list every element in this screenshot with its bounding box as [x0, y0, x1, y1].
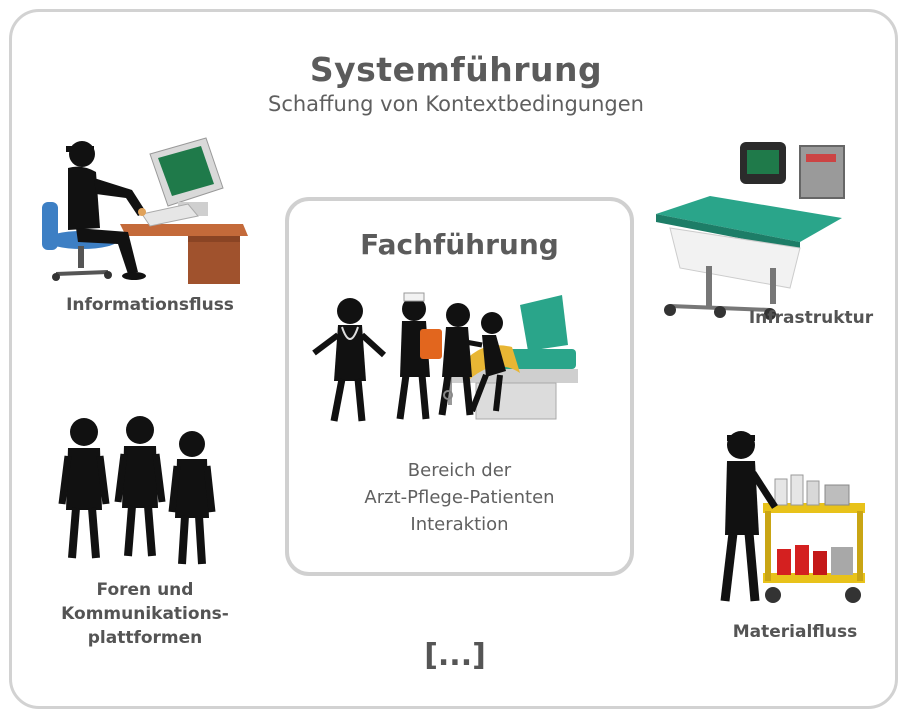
center-description-line-1: Bereich der — [407, 460, 512, 481]
label-informationsfluss: Informationsfluss — [66, 295, 234, 315]
label-foren: Foren und Kommunikations- plattformen — [30, 578, 260, 650]
center-description-line-3: Interaktion — [410, 514, 509, 535]
center-description: Bereich der Arzt-Pflege-Patienten Intera… — [285, 457, 634, 538]
ellipsis-more: [...] — [424, 638, 486, 673]
label-materialfluss: Materialfluss — [732, 622, 858, 642]
cart-worker-icon — [720, 431, 865, 603]
label-foren-line-1: Foren und — [96, 580, 194, 600]
center-description-line-2: Arzt-Pflege-Patienten — [364, 487, 555, 508]
label-foren-line-3: plattformen — [87, 628, 203, 648]
computer-worker-icon — [42, 137, 248, 284]
page-title: Systemführung — [309, 50, 603, 89]
label-foren-line-2: Kommunikations- — [61, 604, 229, 624]
hospital-bed-icon — [656, 142, 845, 320]
meeting-people-icon — [58, 416, 216, 565]
center-box — [285, 197, 634, 576]
page-subtitle: Schaffung von Kontextbedingungen — [268, 92, 644, 116]
center-title: Fachführung — [360, 228, 559, 261]
label-infrastruktur: Infrastruktur — [748, 308, 874, 328]
doctors-patient-icon — [312, 292, 578, 422]
